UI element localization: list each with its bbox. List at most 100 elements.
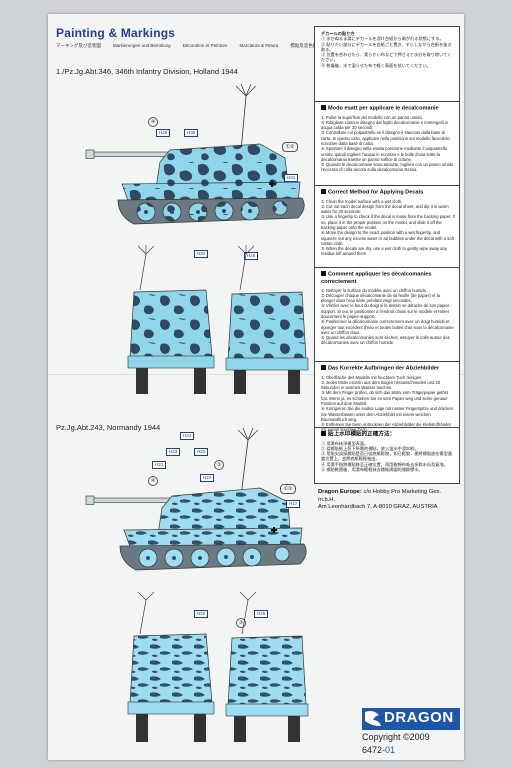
instruction-line: ⑤ Quand les décalcomanies sont sèches, e…	[321, 335, 450, 346]
heading-text: Correct Method for Applying Decals	[328, 189, 424, 196]
divider	[315, 427, 459, 428]
distributor-address: Dragon Europe: c/o Hobby Pro Marketing G…	[318, 489, 458, 512]
company-line-2: Am Leonhardbach 7, A-8010 GRAZ, AUSTRIA	[318, 504, 438, 510]
decal-tag: H17	[286, 500, 301, 508]
kit-version: 01	[385, 745, 396, 755]
kit-code: 6472-01	[362, 745, 395, 755]
decal-tag: H22	[194, 448, 209, 456]
instruction-line: ② 從標貼紙上剪下所需的標貼，放入溫水中浸20秒。	[321, 445, 419, 451]
decal-tag: H33	[194, 250, 209, 258]
instruction-line: ③ 位置を合わせたら、柔らかい布などで押さえて水分を取り除いてください。	[321, 52, 452, 63]
decal-tag: H24	[200, 474, 215, 482]
instruction-line: ④ Korrigieren Sie die exakte Lage mit na…	[321, 406, 454, 422]
copyright-text: Copyright ©2009	[362, 732, 430, 742]
divider	[315, 361, 459, 362]
title-translations: マーキング及び塗装図 Markierungen und Bemalung Déc…	[56, 43, 322, 49]
dragon-logo	[362, 708, 460, 730]
heading-text: Comment appliquer les décalcomanies corr…	[321, 271, 432, 285]
instructions-it: Modo esatt per applicare le decalcomanie…	[321, 105, 455, 173]
page-title: Painting & Markings	[56, 26, 176, 40]
instruction-line: ④ 用濕手指將標貼移至正確位置，再用軟棉布吸去多餘水份及氣泡。	[321, 461, 448, 467]
instruction-line: ③ Vérifier avec le bout du doigt si le d…	[321, 303, 451, 319]
logo-wordmark: DRAGON	[384, 709, 454, 726]
instructions-heading: Correct Method for Applying Decals	[321, 189, 455, 197]
subtitle-de: Markierungen und Bemalung	[112, 43, 171, 48]
bullet-square	[321, 365, 326, 370]
heading-text: Modo esatt per applicare le decalcomanie	[328, 105, 439, 112]
instructions-zh: 貼上水印標貼的正確方法： ① 用濕布抹淨模型表面。 ② 從標貼紙上剪下所需的標貼…	[321, 431, 455, 472]
subtitle-ja: マーキング及び塗装図	[56, 43, 101, 48]
instruction-line: デカールの貼り方	[321, 31, 355, 36]
instruction-line: ⑤ Entfernen Sie beim Antrocknen der Abzi…	[321, 422, 452, 433]
bullet-square	[321, 105, 326, 110]
instruction-line: ⑤ 標貼乾透後，用濕布輕輕抹去標貼周圍的殘餘膠水。	[321, 466, 423, 472]
instruction-line: ② Découper chaque décalcomanie de sa feu…	[321, 292, 440, 304]
decal-tag: H24	[180, 432, 195, 440]
decal-tag: H25	[254, 610, 269, 618]
scheme-1-front-rear-views	[127, 245, 309, 394]
instructions-en: Correct Method for Applying Decals ① Cle…	[321, 189, 455, 257]
instruction-line: ② Ritagliare ciascun disegno dal foglio …	[321, 119, 449, 131]
heading-text: 貼上水印標貼的正確方法：	[328, 431, 396, 438]
instruction-line: ① Oberfläche des Modells mit feuchtem Tu…	[321, 374, 423, 380]
instruction-line: ⑤ Quando le decalcomanie sono asciutte, …	[321, 162, 454, 173]
decal-tag: H29	[156, 129, 171, 137]
callout-3: ③	[236, 618, 246, 628]
decal-tag: H20	[194, 610, 209, 618]
instruction-line: ⑤ When the decals are dry, use a wet clo…	[321, 246, 447, 257]
instructions-de: Das Korrekte Aufbringen der Abziehbilder…	[321, 365, 455, 433]
instruction-line: ④ Move the design to the exact position …	[321, 230, 454, 246]
decal-tag: H26	[244, 252, 259, 260]
callout-4: ④	[148, 476, 158, 486]
instruction-sheet: Painting & Markings マーキング及び塗装図 Markierun…	[48, 14, 464, 760]
subtitle-it: Marcatura & Pittura	[239, 43, 279, 48]
instructions-heading: Das Korrekte Aufbringen der Abziehbilder	[321, 365, 455, 373]
subtitle-zh: 標貼及塗色指示	[290, 43, 322, 48]
instructions-heading: Comment appliquer les décalcomanies corr…	[321, 271, 455, 286]
instruction-line: ① 水かぬるま湯にデカールを浸け台紙から剥がれる状態にする。	[321, 36, 444, 42]
callout-4: ④	[148, 117, 158, 127]
callout-3: ③	[214, 460, 224, 470]
kit-number: 6472-	[362, 745, 386, 755]
decal-instructions-panel: デカールの貼り方 ① 水かぬるま湯にデカールを浸け台紙から剥がれる状態にする。 …	[310, 14, 464, 760]
company-line-1: c/o Hobby Pro Marketing Ges. m.b.H.	[318, 489, 442, 503]
instruction-line: ③ Controllare col polpastrello se il dis…	[321, 130, 450, 146]
decal-tag: H31	[284, 174, 299, 182]
decal-tag: H30	[184, 129, 199, 137]
bullet-square	[321, 431, 326, 436]
decal-tag: H23	[166, 448, 181, 456]
painting-markings-panel: Painting & Markings マーキング及び塗装図 Markierun…	[48, 14, 322, 760]
instruction-line: ② 貼りたい部分にデカールを台紙ごと置き、ずらしながら台紙を抜き取る。	[321, 41, 452, 52]
instruction-line: ④ 乾燥後、水で湿らせた布で軽く表面を拭いてください。	[321, 62, 431, 68]
instruction-line: ① 用濕布抹淨模型表面。	[321, 440, 369, 446]
callout-1-2: ①②	[282, 142, 298, 152]
divider	[315, 101, 459, 102]
instructions-fr: Comment appliquer les décalcomanies corr…	[321, 271, 455, 346]
bullet-square	[321, 271, 326, 276]
scheme-2-side-view	[85, 427, 307, 571]
instructions-ja: デカールの貼り方 ① 水かぬるま湯にデカールを浸け台紙から剥がれる状態にする。 …	[321, 31, 455, 68]
instructions-heading: 貼上水印標貼的正確方法：	[321, 431, 455, 439]
decal-tag: H21	[152, 461, 167, 469]
instruction-line: ③ 用指尖試探標貼是否已從底紙鬆脫，如已鬆脫，便將標貼放在模型適當位置上，並將底…	[321, 451, 452, 462]
scheme-2-caption: Pz.Jg.Abt.243, Normandy 1944	[56, 423, 161, 432]
instruction-line: ② Jedes Motiv einzeln aus dem Bogen hera…	[321, 379, 441, 391]
callout-1-2: ①②	[280, 484, 296, 494]
instruction-line: ④ Positionner la décalcomanie correcteme…	[321, 319, 454, 335]
company-name: Dragon Europe:	[318, 489, 362, 495]
divider	[315, 267, 459, 268]
decal-instructions-box: デカールの貼り方 ① 水かぬるま湯にデカールを浸け台紙から剥がれる状態にする。 …	[314, 26, 460, 484]
instruction-line: ② Cut out each decal design from the dec…	[321, 203, 449, 215]
instruction-line: ④ Spostare il disegno nella esatta posiz…	[321, 146, 447, 162]
instruction-line: ① Nettoyer la surface du modèle avec un …	[321, 287, 428, 293]
scheme-1-caption: 1./Pz.Jg.Abt.346, 346th Infantry Divisio…	[56, 67, 238, 76]
instructions-heading: Modo esatt per applicare le decalcomanie	[321, 105, 455, 113]
scheme-1-side-view	[85, 83, 305, 225]
subtitle-fr: Décoration et Peinture	[182, 43, 228, 48]
fold-line	[48, 374, 464, 375]
instruction-line: ③ Use a fingertip to check if the decal …	[321, 214, 455, 230]
scheme-2-front-rear-views	[127, 591, 309, 742]
heading-text: Das Korrekte Aufbringen der Abziehbilder	[328, 365, 440, 372]
instruction-line: ① Clean the model surface with a wet clo…	[321, 198, 403, 204]
bullet-square	[321, 189, 326, 194]
